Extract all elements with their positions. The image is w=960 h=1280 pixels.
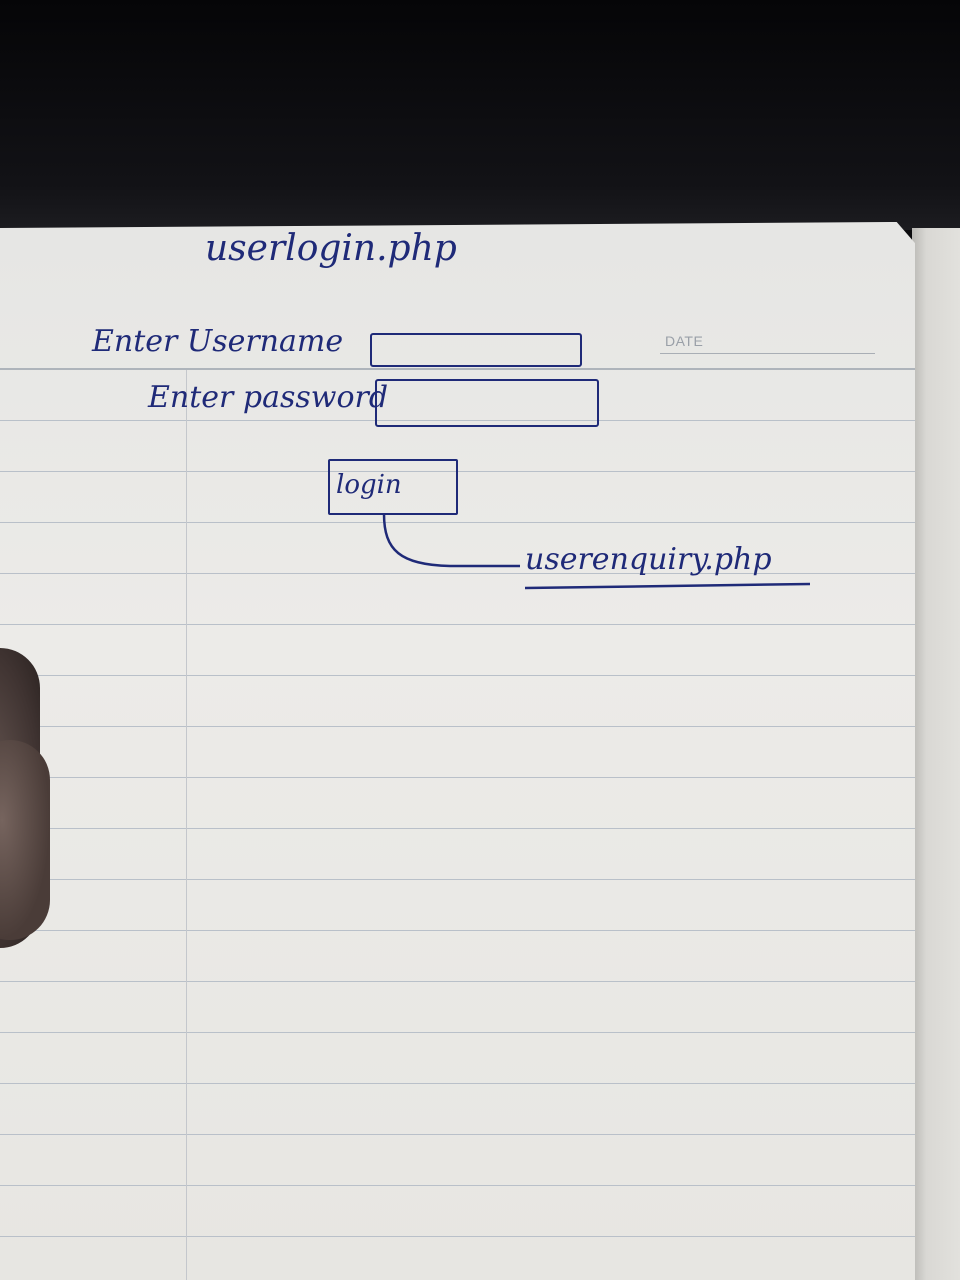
next-page-edge <box>912 228 960 1280</box>
username-field-sketch <box>370 333 582 367</box>
ruled-line <box>0 777 915 778</box>
finger-tip <box>0 740 50 940</box>
ruled-line <box>0 879 915 880</box>
ruled-line <box>0 1185 915 1186</box>
login-button-sketch <box>328 459 458 515</box>
ruled-line <box>0 522 915 523</box>
sketch-title: userlogin.php <box>205 228 457 269</box>
ruled-line <box>0 1134 915 1135</box>
ruled-line <box>0 1236 915 1237</box>
ruled-line <box>0 675 915 676</box>
redirect-arrow <box>382 513 811 590</box>
ruled-line <box>0 981 915 982</box>
ruled-line <box>0 1083 915 1084</box>
ruled-line <box>0 420 915 421</box>
date-line <box>660 353 875 354</box>
ruled-line <box>0 573 915 574</box>
margin-line <box>186 370 187 1280</box>
password-field-sketch <box>375 379 599 427</box>
login-button-label: login <box>336 470 402 500</box>
header-rule <box>0 368 915 370</box>
ruled-line <box>0 624 915 625</box>
target-page-label: userenquiry.php <box>525 542 772 577</box>
date-label: DATE <box>665 333 704 349</box>
ruled-line <box>0 1032 915 1033</box>
dark-background <box>0 0 960 230</box>
ruled-line <box>0 726 915 727</box>
password-label: Enter password <box>148 380 389 415</box>
notebook-page <box>0 222 915 1280</box>
ruled-line <box>0 828 915 829</box>
username-label: Enter Username <box>92 324 344 359</box>
ruled-line <box>0 930 915 931</box>
